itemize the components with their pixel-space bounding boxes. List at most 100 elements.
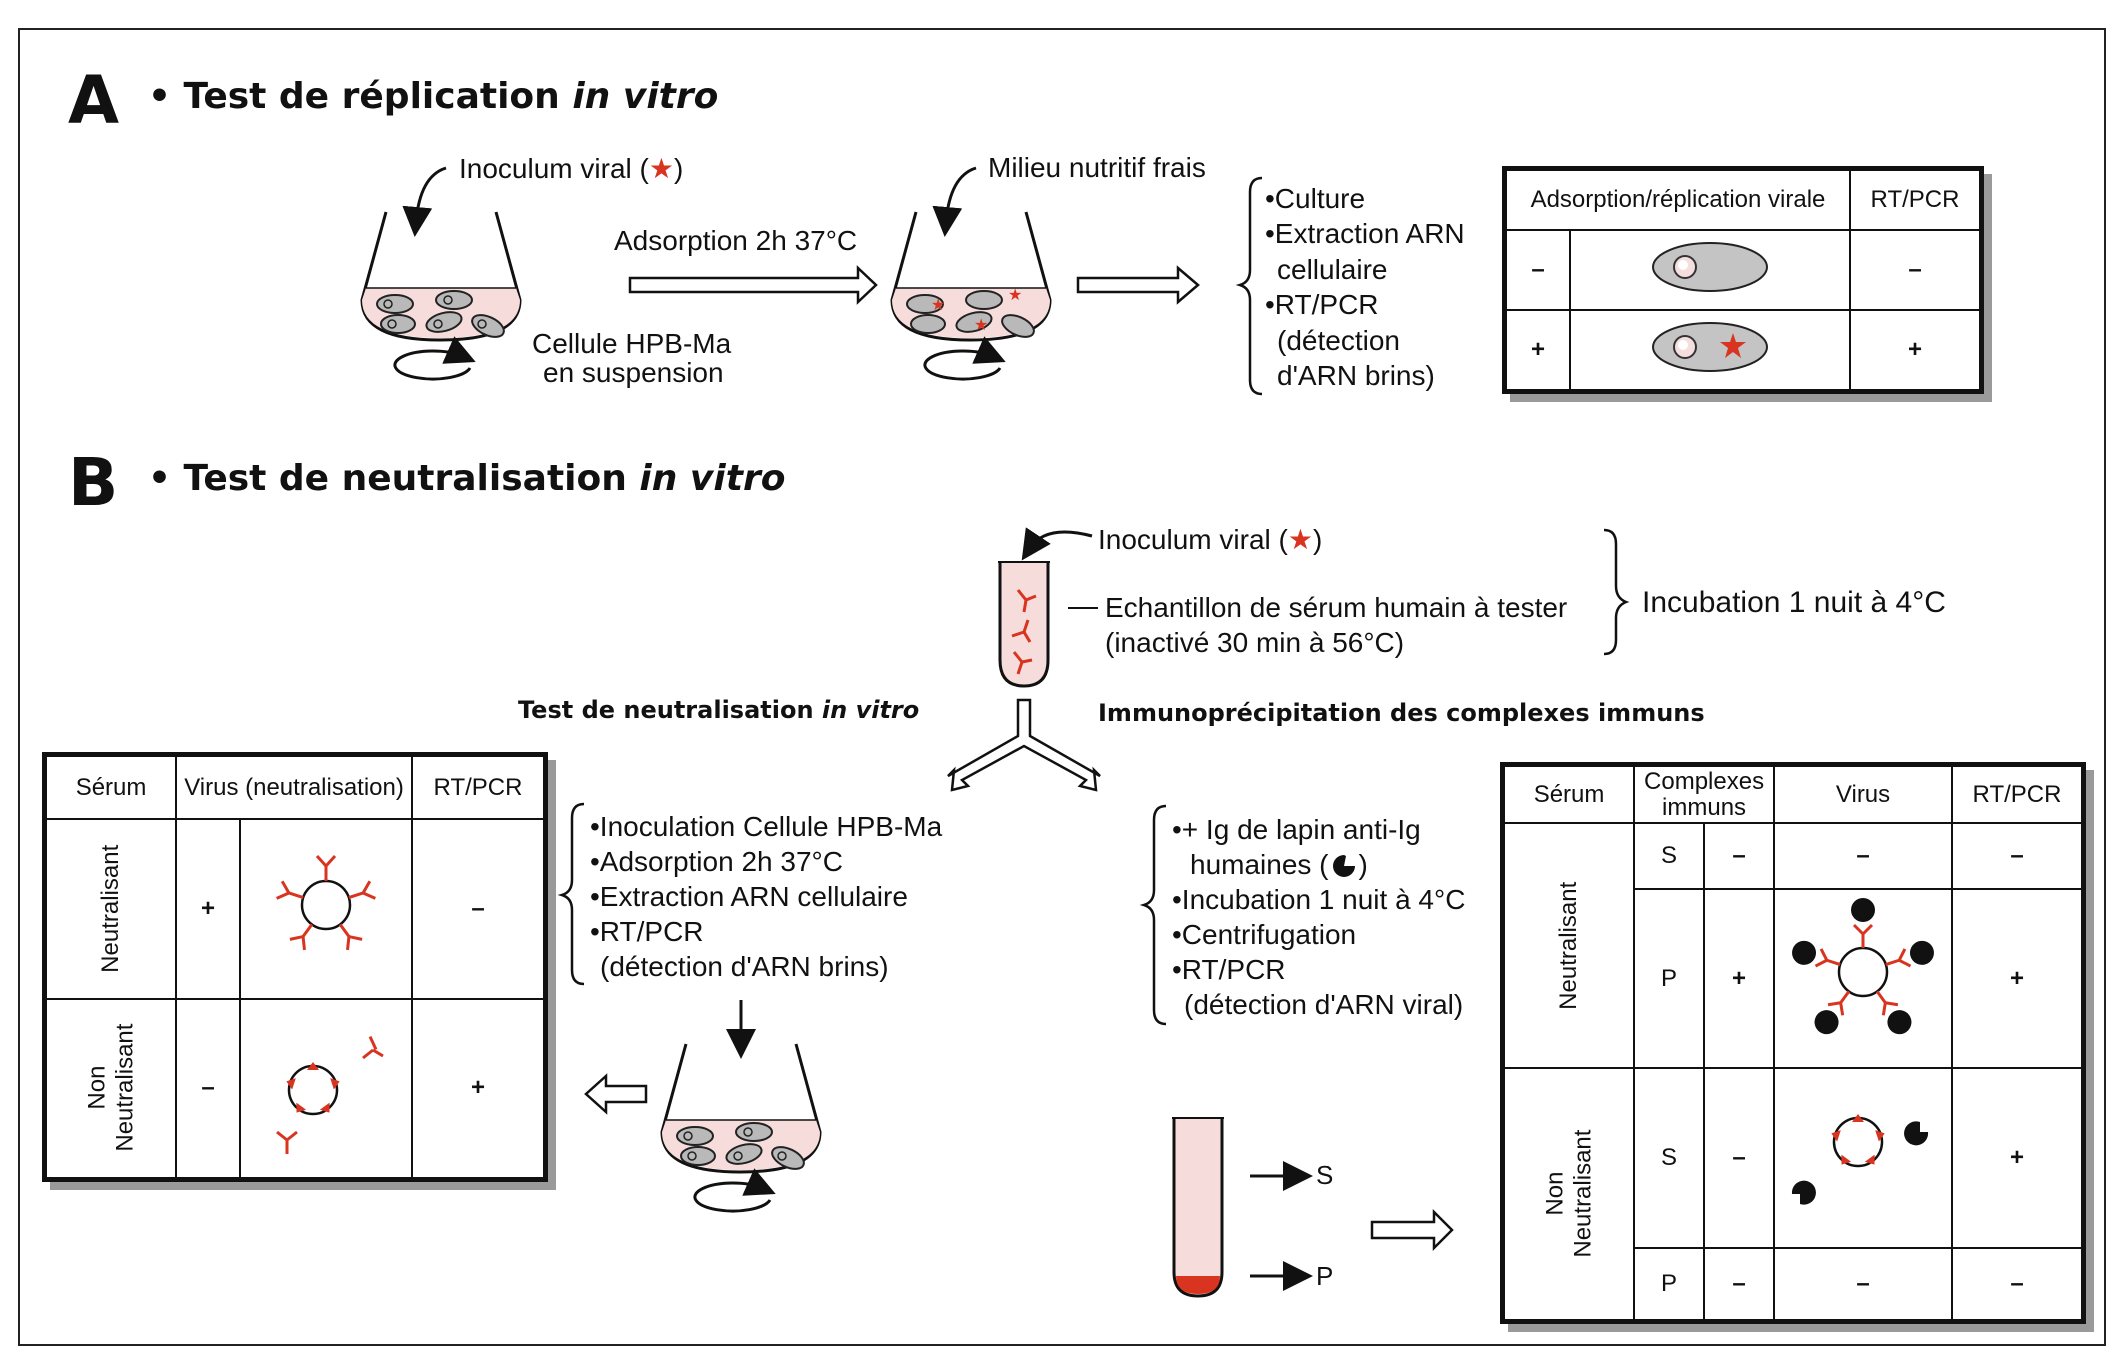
table-b2-header-serum: Sérum [1502,765,1636,824]
neutralisation-table: Sérum Virus (neutralisation) RT/PCR Neut… [42,752,548,1182]
incubation-label: Incubation 1 nuit à 4°C [1642,586,1946,619]
table-b2-r3-fraction: S [1633,1067,1706,1249]
table-b1-row1-serum-text: Neutralisant [97,844,125,973]
table-b1-row1-virus [239,818,413,1000]
table-a-row2-sign: + [1505,309,1571,391]
table-a-row2-cell [1569,309,1851,391]
table-a-header-rtpcr: RT/PCR [1849,169,1981,231]
table-b2-r1-complex: – [1703,822,1776,890]
table-b1-header-serum: Sérum [44,755,178,820]
anti-ig-icon [1332,855,1355,877]
table-b1-row1-sign: + [175,818,242,1000]
section-b-title-text: • Test de neutralisation [148,458,627,499]
step-a-6: d'ARN brins) [1277,360,1435,391]
table-b2-group2-serum-line2: Neutralisant [1569,1129,1597,1258]
table-b1-row2-sign: – [175,997,242,1179]
step-a-4: •RT/PCR [1265,289,1379,320]
step-b-right-6: (détection d'ARN viral) [1184,989,1464,1020]
step-b-right-3: •Incubation 1 nuit à 4°C [1172,884,1466,915]
step-b-left-4: •RT/PCR [590,916,704,947]
branch-left-title: Test de neutralisation in vitro [518,696,919,724]
step-b-right-2-text: humaines ( [1190,849,1329,880]
free-virus-icon [276,1035,384,1154]
inoculum-label-b-text: Inoculum viral ( [1098,524,1288,555]
table-b1-header-virus: Virus (neutralisation) [175,755,413,820]
table-b2-r4-fraction: P [1633,1247,1706,1321]
table-b1-header-rtpcr: RT/PCR [411,755,545,820]
table-b1-row2-result: + [411,997,545,1179]
free-virus-antibody-icon [1791,1113,1929,1205]
table-b2-r3-virus [1773,1067,1953,1249]
step-b-right-5: •RT/PCR [1172,954,1286,985]
table-b2-header-rtpcr: RT/PCR [1951,765,2083,824]
branch-right-title: Immunoprécipitation des complexes immuns [1098,699,1705,727]
tube-label-p: P [1316,1261,1334,1291]
inoculum-star-b: ★ [1287,524,1313,555]
step-b-right-4: •Centrifugation [1172,919,1357,950]
cell-label-line1: Cellule HPB-Ma [532,328,732,359]
table-b2-r1-fraction: S [1633,822,1706,890]
table-b2-group1-serum-text: Neutralisant [1555,881,1583,1010]
section-a-title: • Test de réplication in vitro [148,76,718,117]
table-b1-row2-virus [239,997,413,1179]
step-a-3: cellulaire [1277,254,1388,285]
table-b2-r3-complex: – [1703,1067,1776,1249]
table-a-row1-result: – [1849,229,1981,311]
inoculum-label-a-text: Inoculum viral ( [459,153,649,184]
table-b1-row2-serum-line1: Non [83,1066,111,1111]
cell-label-line2: en suspension [543,357,724,388]
step-b-right-2: humaines () [1190,849,1368,881]
step-b-left-3: •Extraction ARN cellulaire [590,881,908,912]
table-a-row1-sign: – [1505,229,1571,311]
replication-table: Adsorption/réplication virale RT/PCR – –… [1502,166,1984,394]
table-b2-header-virus: Virus [1773,765,1953,824]
table-a-header-replication: Adsorption/réplication virale [1505,169,1851,231]
table-b2-group2-serum-line1: Non [1541,1171,1569,1216]
immune-complex-icon [1792,898,1934,1035]
inoculum-close-b: ) [1312,524,1323,555]
table-b2-r2-virus [1773,888,1953,1069]
inoculum-label-b: Inoculum viral (★) [1098,523,1322,556]
table-b2-r4-virus: – [1773,1247,1953,1321]
table-a-row2-result: + [1849,309,1981,391]
branch-left-title-text: Test de neutralisation [518,696,814,724]
step-b-right-1: •+ Ig de lapin anti-Ig [1172,814,1421,845]
table-b2-r4-complex: – [1703,1247,1776,1321]
table-b2-r4-result: – [1951,1247,2083,1321]
tube-label-s: S [1316,1160,1334,1190]
table-b1-row1-serum: Neutralisant [44,818,178,1000]
table-b2-r2-complex: + [1703,888,1776,1069]
serum-sample-line1: Echantillon de sérum humain à tester [1105,592,1568,623]
table-b2-header-complex-line2: immuns [1662,793,1747,821]
step-b-right-2-close: ) [1358,849,1368,880]
section-a-letter: A [68,62,120,139]
section-b-title-italic: in vitro [639,458,786,499]
table-a-row1-cell [1569,229,1851,311]
section-a-title-italic: in vitro [572,76,719,117]
adsorption-label-a: Adsorption 2h 37°C [614,225,858,256]
table-b2-r3-result: + [1951,1067,2083,1249]
inoculum-label-a: Inoculum viral (★) [459,152,683,185]
step-b-left-2: •Adsorption 2h 37°C [590,846,843,877]
branch-left-title-italic: in vitro [821,696,920,724]
table-b2-group1-serum: Neutralisant [1502,822,1636,1069]
section-a-title-text: • Test de réplication [148,76,560,117]
inoculum-close-a: ) [673,153,684,184]
step-b-left-1: •Inoculation Cellule HPB-Ma [590,811,943,842]
inoculum-star-a: ★ [648,153,674,184]
serum-sample-line2: (inactivé 30 min à 56°C) [1105,627,1405,658]
table-b2-r1-result: – [1951,822,2083,890]
step-a-1: •Culture [1265,183,1366,214]
step-a-2: •Extraction ARN [1265,218,1465,249]
table-b2-r2-result: + [1951,888,2083,1069]
uninfected-cell-icon [1652,241,1768,292]
infected-cell-icon [1652,321,1768,372]
table-b2-r1-virus: – [1773,822,1953,890]
section-b-title: • Test de neutralisation in vitro [148,458,785,499]
fresh-medium-label: Milieu nutritif frais [988,152,1206,183]
